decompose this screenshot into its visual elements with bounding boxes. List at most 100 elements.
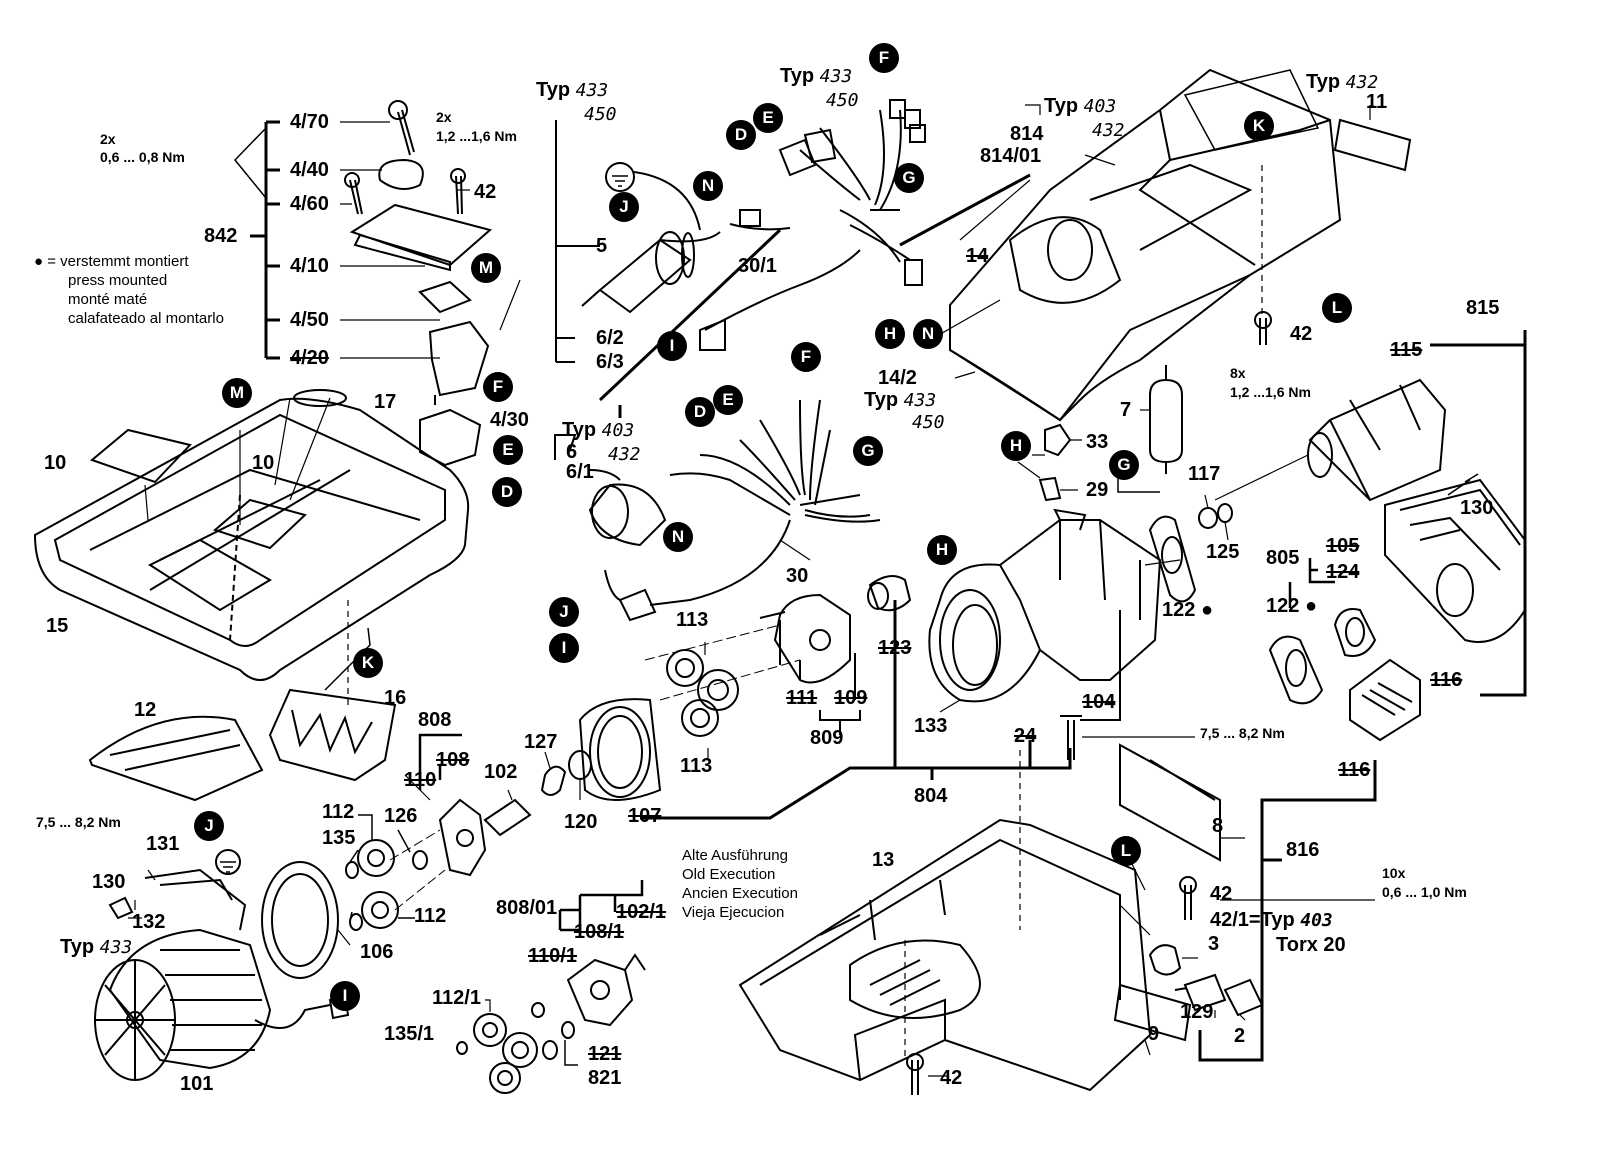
brush-116 xyxy=(1349,658,1421,742)
part-112-upper: 112 xyxy=(322,801,355,823)
bracket-112 xyxy=(349,814,415,921)
part-10-left: 10 xyxy=(44,452,67,474)
part-4-70: 4/70 xyxy=(290,111,329,133)
typ-c-1: 403 xyxy=(1083,96,1117,117)
legend-line-1: = verstemmt montiert xyxy=(47,253,189,270)
knob-4-40 xyxy=(378,158,424,190)
old-note-de: Alte Ausführung xyxy=(682,847,788,864)
typ-block-e: Typ 403 xyxy=(562,420,634,440)
plate-4-10 xyxy=(349,203,493,272)
torque-count-base: 10x xyxy=(1382,865,1406,881)
part-109: 109 xyxy=(834,687,868,709)
screws-top xyxy=(344,100,466,215)
gear-127 xyxy=(540,765,567,796)
typ-block-a: Typ 433 xyxy=(536,80,608,100)
part-130-right: 130 xyxy=(1460,497,1494,519)
callout-F-top: F xyxy=(869,43,899,73)
callout-N-top: N xyxy=(693,171,723,201)
typ-word-e: Typ xyxy=(562,419,597,441)
part-805: 805 xyxy=(1266,547,1300,569)
typ-e-2: 432 xyxy=(608,444,641,465)
part-4-60: 4/60 xyxy=(290,193,329,215)
part-121: 121 xyxy=(588,1043,622,1065)
part-122-right-num: 122 xyxy=(1162,599,1196,621)
part-815: 815 xyxy=(1466,297,1500,319)
typ-42-1-text: 42/1=Typ xyxy=(1210,909,1295,931)
typ-word-a: Typ xyxy=(536,79,571,101)
part-6-3: 6/3 xyxy=(596,351,624,373)
part-101: 101 xyxy=(180,1073,214,1095)
base-housing-15 xyxy=(33,397,470,681)
cover-12 xyxy=(88,715,264,802)
part-122-left-num: 122 xyxy=(1266,595,1300,617)
bracket-809 xyxy=(819,653,861,735)
fitting-129 xyxy=(1174,973,1227,1012)
part-135: 135 xyxy=(322,827,356,849)
part-4-50: 4/50 xyxy=(290,309,329,331)
part-108: 108 xyxy=(436,749,470,771)
part-30: 30 xyxy=(786,565,809,587)
callout-E-mid: E xyxy=(713,385,743,415)
part-808: 808 xyxy=(418,709,452,731)
part-10-center: 10 xyxy=(252,452,275,474)
leaders-842 xyxy=(340,121,521,359)
gear-carrier-109 xyxy=(759,593,851,684)
part-106: 106 xyxy=(360,941,394,963)
bracket-805 xyxy=(1288,558,1335,608)
callout-G-7: G xyxy=(1109,450,1139,480)
pinion-102 xyxy=(483,798,532,837)
part-111: 111 xyxy=(786,687,818,709)
part-8: 8 xyxy=(1212,815,1224,837)
part-4-30: 4/30 xyxy=(490,409,529,431)
callout-E-switch: E xyxy=(493,435,523,465)
torque-count-left: 2x xyxy=(100,131,116,147)
sticker-11 xyxy=(1333,118,1412,172)
callout-N-housing: N xyxy=(913,319,943,349)
typ-a-1: 433 xyxy=(575,80,609,101)
part-816: 816 xyxy=(1286,839,1320,861)
part-102: 102 xyxy=(484,761,518,783)
typ-block-d: Typ 432 xyxy=(1306,72,1378,92)
part-6-1: 6/1 xyxy=(566,461,594,483)
torque-value-top: 1,2 ...1,6 Nm xyxy=(436,128,517,144)
part-122-left: 122 ● xyxy=(1266,596,1317,616)
part-107: 107 xyxy=(628,805,662,827)
cover-130 xyxy=(1384,478,1526,643)
part-116-lower: 116 xyxy=(1338,759,1371,781)
part-29 xyxy=(1038,476,1062,502)
part-131: 131 xyxy=(146,833,180,855)
gasket-122-left xyxy=(1268,635,1324,705)
bracket-815 xyxy=(1430,330,1527,697)
part-135-1: 135/1 xyxy=(384,1023,435,1045)
callout-M-top: M xyxy=(471,253,501,283)
part-14-2: 14/2 xyxy=(878,367,917,389)
callout-D-switch: D xyxy=(492,477,522,507)
torque-value-motor: 7,5 ... 8,2 Nm xyxy=(36,814,121,830)
part-112-lower: 112 xyxy=(414,905,447,927)
part-130-left: 130 xyxy=(92,871,126,893)
part-814-01: 814/01 xyxy=(980,145,1042,167)
screw-130 xyxy=(108,896,134,920)
bracket-842 xyxy=(250,120,280,360)
old-note-fr: Ancien Execution xyxy=(682,885,798,902)
bracket-5-6 xyxy=(555,120,600,363)
old-execution-note: Alte Ausführung Old Execution Ancien Exe… xyxy=(682,846,798,922)
part-24: 24 xyxy=(1014,725,1037,747)
gears-112 xyxy=(345,839,428,931)
part-6-2: 6/2 xyxy=(596,327,624,349)
typ-block-g: Typ 433 xyxy=(60,937,132,957)
typ-42-1-label: 42/1=Typ 403 xyxy=(1210,910,1333,930)
typ-block-b: Typ 433 xyxy=(780,66,852,86)
callout-E-top: E xyxy=(753,103,783,133)
legend-line-2: press mounted xyxy=(68,272,168,289)
part-115: 115 xyxy=(1390,339,1423,361)
callout-L-base: L xyxy=(1111,836,1141,866)
stator-106 xyxy=(261,861,339,979)
part-42-housing: 42 xyxy=(1290,323,1313,345)
part-30-1: 30/1 xyxy=(738,255,777,277)
pad-10-left xyxy=(90,428,192,484)
typ-word-g: Typ xyxy=(60,936,95,958)
press-mounted-mark-left: ● xyxy=(1304,595,1318,617)
part-113-lower: 113 xyxy=(680,755,713,777)
part-7: 7 xyxy=(1120,399,1132,421)
